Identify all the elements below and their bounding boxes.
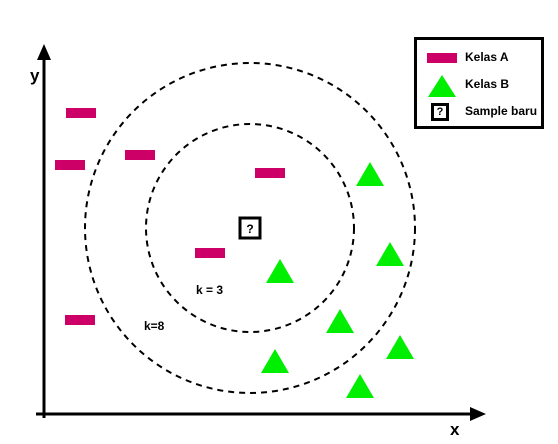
y-axis-arrow bbox=[37, 44, 51, 60]
class-b-point bbox=[261, 349, 289, 373]
x-axis-label: x bbox=[450, 420, 460, 439]
class-a-point bbox=[66, 108, 96, 118]
legend-item-sample-baru: ? Sample baru bbox=[417, 100, 541, 124]
y-axis-label: y bbox=[30, 66, 40, 85]
triangle-icon bbox=[428, 75, 456, 97]
class-a-point bbox=[255, 168, 285, 178]
class-b-points bbox=[261, 162, 414, 398]
legend-label: Kelas B bbox=[465, 77, 510, 91]
query-sample: ? bbox=[238, 216, 262, 240]
legend-label: Sample baru bbox=[465, 104, 538, 118]
class-a-point bbox=[65, 315, 95, 325]
class-b-point bbox=[266, 259, 294, 283]
rectangle-icon bbox=[427, 53, 457, 63]
legend: Kelas A Kelas B ? Sample baru bbox=[414, 37, 544, 129]
class-b-point bbox=[346, 374, 374, 398]
class-a-points bbox=[55, 108, 285, 325]
legend-item-kelas-b: Kelas B bbox=[417, 73, 541, 97]
class-b-point bbox=[386, 335, 414, 359]
class-b-point bbox=[326, 309, 354, 333]
x-axis-arrow bbox=[470, 407, 486, 421]
k8-label: k=8 bbox=[144, 319, 165, 333]
class-a-point bbox=[125, 150, 155, 160]
legend-item-kelas-a: Kelas A bbox=[417, 46, 541, 70]
class-b-point bbox=[356, 162, 384, 186]
query-symbol: ? bbox=[246, 222, 253, 236]
k8-circle bbox=[84, 62, 416, 394]
class-a-point bbox=[55, 160, 85, 170]
legend-label: Kelas A bbox=[465, 50, 509, 64]
class-a-point bbox=[195, 248, 225, 258]
question-box-icon: ? bbox=[431, 103, 449, 121]
class-b-point bbox=[376, 242, 404, 266]
k3-label: k = 3 bbox=[196, 283, 224, 297]
k3-circle bbox=[145, 123, 355, 333]
